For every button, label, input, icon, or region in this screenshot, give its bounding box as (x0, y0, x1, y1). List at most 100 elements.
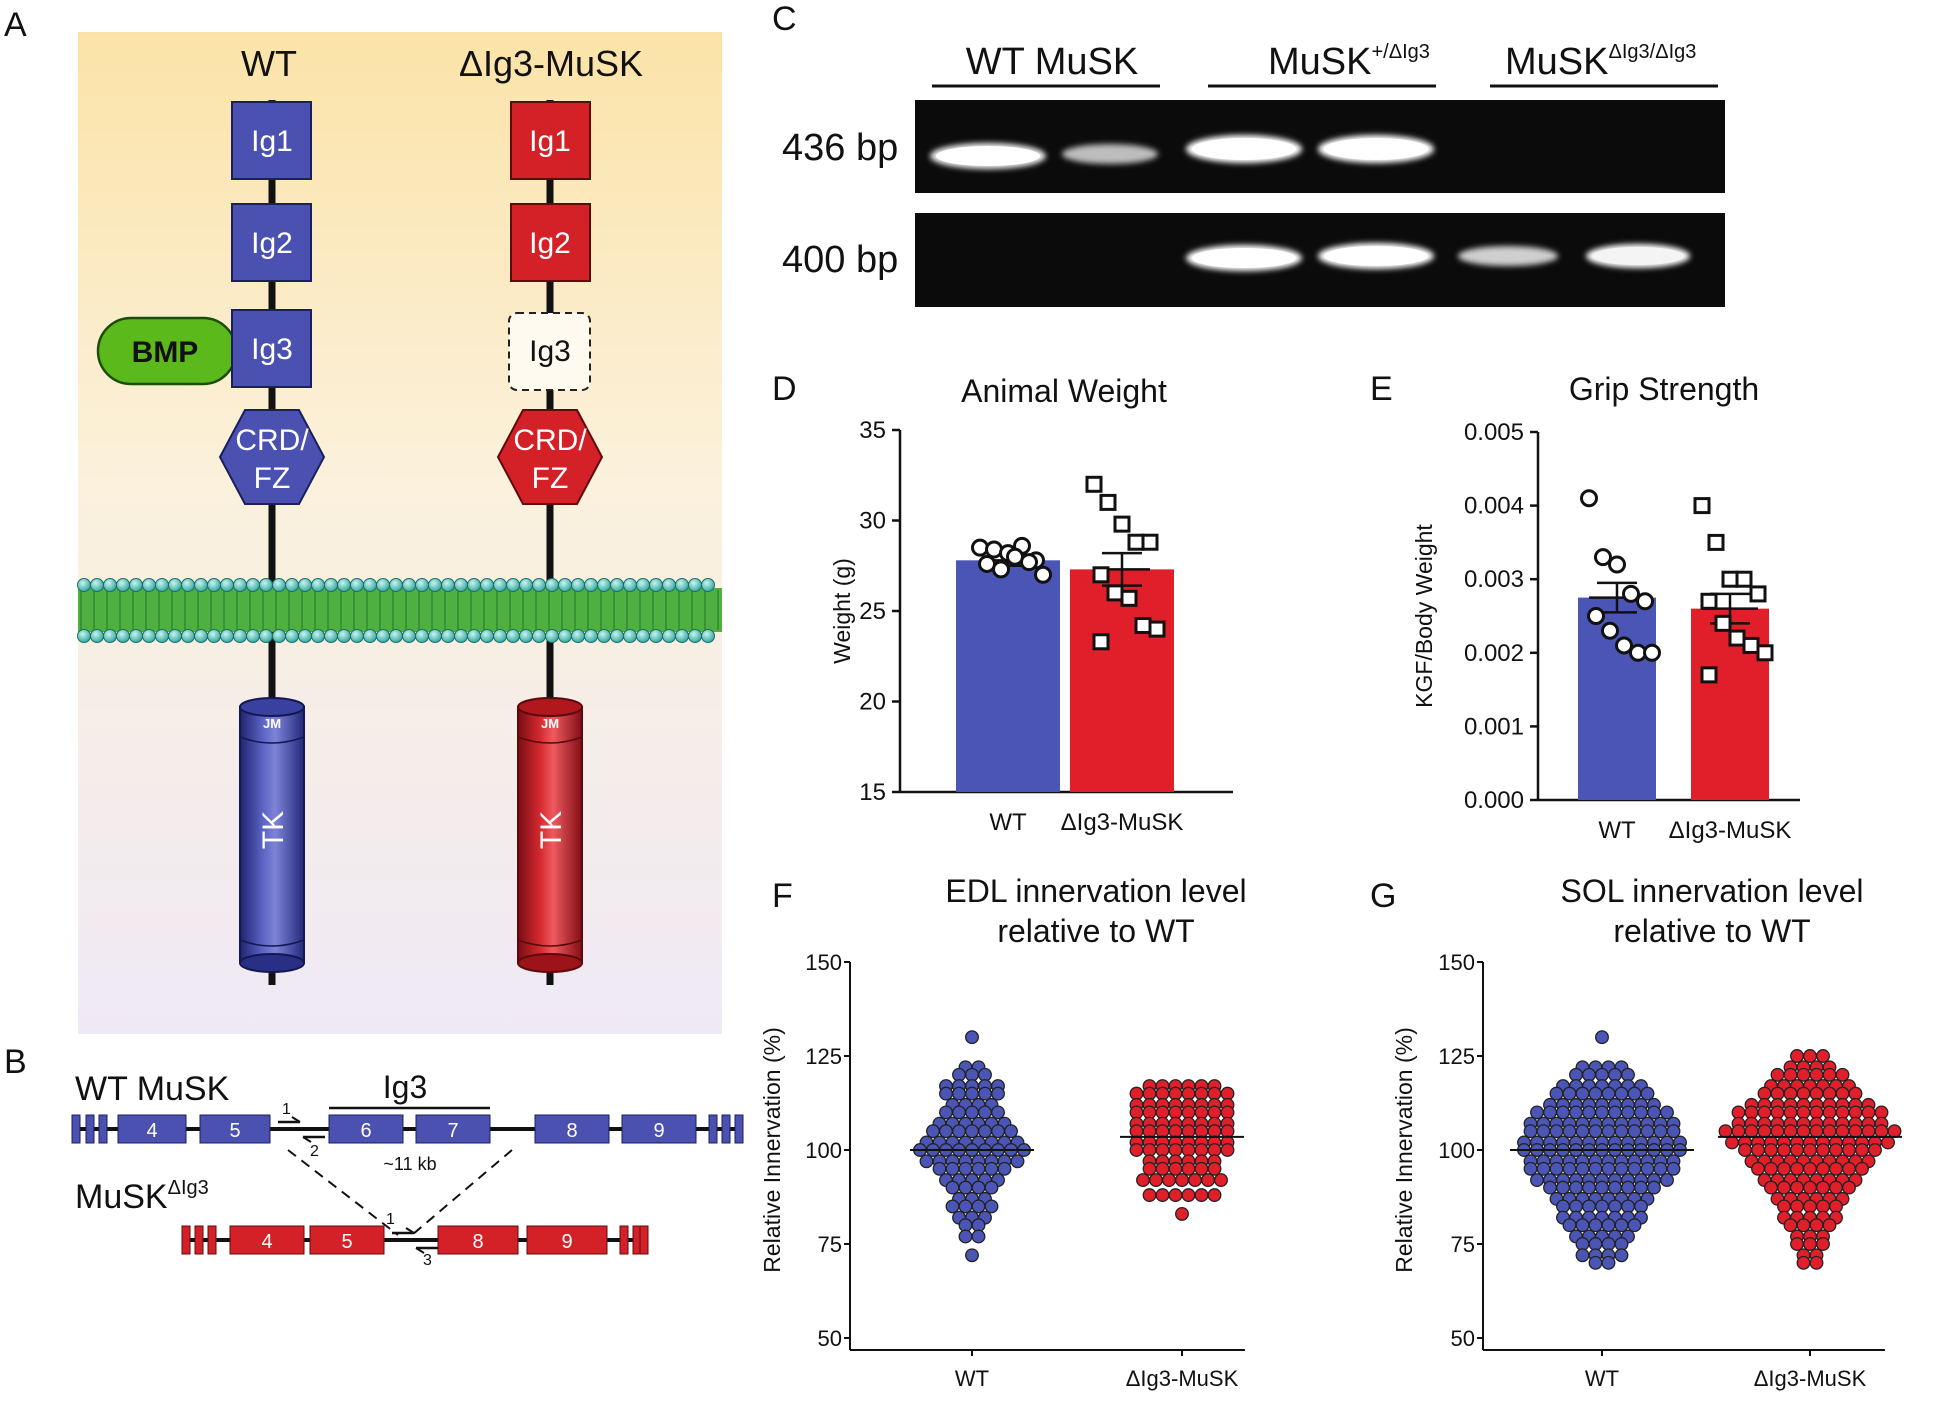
data-point-wt (1562, 1086, 1577, 1101)
mut-crd-fz-domain: CRD/ FZ (496, 409, 604, 505)
wt-exon-7 (415, 1114, 491, 1144)
lipid-head (402, 578, 416, 592)
data-point-mut (1816, 1049, 1830, 1063)
data-point-mut (1092, 566, 1110, 584)
svg-text:FZ: FZ (254, 462, 291, 495)
data-point-wt (991, 1105, 1005, 1120)
data-point-mut (1134, 616, 1152, 634)
chart-title: SOL innervation level (1561, 873, 1864, 909)
panel-label-f: F (772, 877, 793, 915)
data-point-wt (945, 1199, 960, 1214)
data-point-wt (1575, 1086, 1590, 1101)
panel-label-g: G (1370, 877, 1396, 915)
data-point-wt (1647, 1180, 1661, 1195)
data-point-mut (1803, 1237, 1817, 1251)
data-point-wt (991, 1124, 1005, 1139)
svg-text:7: 7 (447, 1120, 458, 1142)
data-point-wt (952, 1105, 966, 1120)
lipid-head (363, 578, 377, 592)
data-point-wt (1575, 1161, 1590, 1176)
data-point-mut (1803, 1143, 1817, 1157)
data-point-mut (1175, 1206, 1189, 1221)
splice-connector-left (287, 1149, 399, 1236)
lipid-head (194, 629, 208, 643)
lipid-head (259, 629, 273, 643)
lipid-head (415, 578, 429, 592)
data-point-wt (965, 1086, 979, 1101)
x-tick-label: ΔIg3-MuSK (1126, 1366, 1239, 1391)
lipid-head (155, 629, 169, 643)
lipid-head (402, 629, 416, 643)
data-point-mut (1816, 1161, 1830, 1176)
panel-label-e: E (1370, 370, 1393, 408)
lipid-head (207, 578, 221, 592)
lipid-head (103, 629, 117, 643)
data-point-mut (1764, 1161, 1778, 1176)
lipid-head (636, 578, 650, 592)
chart-subtitle: relative to WT (1613, 913, 1810, 949)
data-point-wt (1595, 1105, 1609, 1120)
lipid-head (168, 629, 182, 643)
data-point-wt (958, 1161, 973, 1176)
mut-exon-8 (437, 1225, 519, 1255)
data-point-wt (1588, 1124, 1603, 1139)
data-point-wt (1536, 1161, 1551, 1176)
svg-text:Ig2: Ig2 (529, 227, 571, 260)
y-tick-label: 50 (1451, 1326, 1475, 1351)
bmp-ligand: BMP (96, 316, 238, 386)
lipid-head (597, 629, 611, 643)
data-point-mut (1120, 589, 1138, 607)
data-point-wt (1575, 1124, 1590, 1139)
data-point-mut (1777, 1161, 1791, 1176)
lipid-head (376, 578, 390, 592)
mut-ig1-domain: Ig1 (510, 101, 591, 180)
lipid-head (298, 578, 312, 592)
data-point-wt (1523, 1124, 1538, 1139)
bar-wt (956, 560, 1060, 792)
data-point-wt (1594, 548, 1612, 567)
wt-exon-9 (621, 1114, 697, 1144)
lipid-head (389, 578, 403, 592)
data-point-wt (1530, 1105, 1544, 1120)
x-tick-label: ΔIg3-MuSK (1754, 1366, 1867, 1391)
data-point-wt (992, 560, 1010, 579)
svg-text:9: 9 (653, 1120, 664, 1142)
lipid-head (155, 578, 169, 592)
lipid-head (441, 578, 455, 592)
data-point-wt (945, 1180, 960, 1195)
svg-text:Ig1: Ig1 (251, 125, 293, 158)
data-point-wt (971, 1161, 986, 1176)
data-point-wt (1549, 1124, 1564, 1139)
data-point-mut (1816, 1237, 1830, 1251)
data-point-mut (1728, 629, 1746, 647)
data-point-mut (1842, 1143, 1856, 1157)
gel-group-hom: MuSKΔIg3/ΔIg3 (1505, 41, 1696, 83)
wt-crd-fz-domain: CRD/ FZ (218, 409, 326, 505)
lipid-head (285, 629, 299, 643)
data-point-mut (1751, 1143, 1765, 1157)
x-tick-label: WT (989, 809, 1027, 836)
data-point-mut (1764, 1143, 1778, 1157)
data-point-mut (1861, 1124, 1876, 1139)
data-point-mut (1822, 1067, 1837, 1082)
wt-exon-6 (328, 1114, 404, 1144)
primer-1-label: 1 (282, 1101, 291, 1118)
lipid-head (454, 578, 468, 592)
data-point-mut (1148, 620, 1166, 638)
data-point-wt (1615, 636, 1633, 655)
y-tick-label: 0.003 (1464, 566, 1524, 593)
data-point-mut (1194, 1188, 1209, 1203)
lipid-head (480, 578, 494, 592)
lipid-head (311, 578, 325, 592)
y-tick-label: 0.002 (1464, 640, 1524, 667)
data-point-wt (1582, 1180, 1596, 1195)
lipid-head (558, 578, 572, 592)
data-point-mut (1744, 1124, 1759, 1139)
lipid-head (259, 578, 273, 592)
data-point-wt (1580, 489, 1598, 508)
wt-musk-gene-label: WT MuSK (75, 1070, 230, 1108)
data-point-mut (1707, 533, 1725, 551)
data-point-mut (1790, 1180, 1804, 1195)
data-point-wt (1034, 565, 1052, 584)
